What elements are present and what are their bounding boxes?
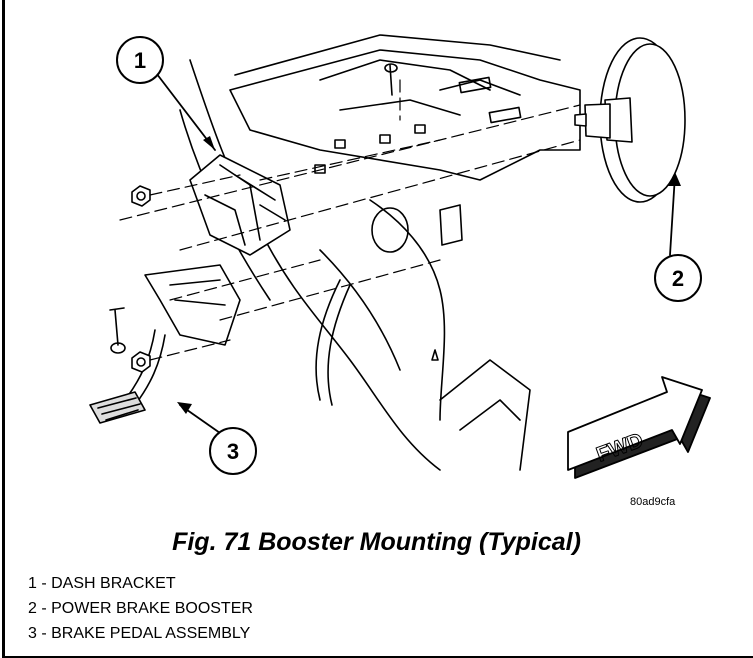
callout-3-number: 3: [227, 439, 239, 464]
bottom-page-rule: [2, 656, 753, 658]
panel-opening: [371, 207, 409, 253]
legend-item-dash-bracket: 1 - DASH BRACKET: [28, 575, 176, 592]
art-id-label: 80ad9cfa: [630, 496, 676, 508]
technical-illustration: 1 2 3 FWD: [89, 34, 711, 479]
hole-marker: [431, 349, 439, 361]
nut-pedal: [131, 351, 151, 373]
panel-studs: [314, 124, 426, 174]
fwd-direction-arrow: FWD: [567, 376, 711, 479]
callout-2: [654, 254, 702, 302]
dash-bracket: [189, 154, 291, 256]
power-brake-booster: [574, 37, 686, 203]
arrowhead-2: [668, 172, 681, 186]
legend-list: 1 - DASH BRACKET 2 - POWER BRAKE BOOSTER…: [28, 571, 253, 646]
top-bolt: [384, 63, 398, 96]
callout-1-number: 1: [134, 48, 146, 73]
left-page-rule: [2, 0, 5, 658]
dash-panel: [229, 49, 581, 181]
brake-pedal-assembly: [89, 264, 241, 424]
legend-item-brake-pedal-assembly: 3 - BRAKE PEDAL ASSEMBLY: [28, 625, 251, 642]
figure-caption: Fig. 71 Booster Mounting (Typical): [172, 528, 581, 556]
booster-mounting-figure: 1 2 3 FWD: [20, 0, 753, 528]
callout-1: [116, 36, 164, 84]
legend-item-power-brake-booster: 2 - POWER BRAKE BOOSTER: [28, 600, 253, 617]
bolt-left: [109, 307, 126, 354]
panel-slot: [439, 204, 463, 246]
callout-3: [209, 427, 257, 475]
nut-left: [131, 185, 151, 207]
arrowhead-1: [203, 136, 215, 150]
callout-2-number: 2: [672, 266, 684, 291]
arrowhead-3: [177, 402, 192, 414]
dash-panel-top-edge: [234, 34, 561, 76]
